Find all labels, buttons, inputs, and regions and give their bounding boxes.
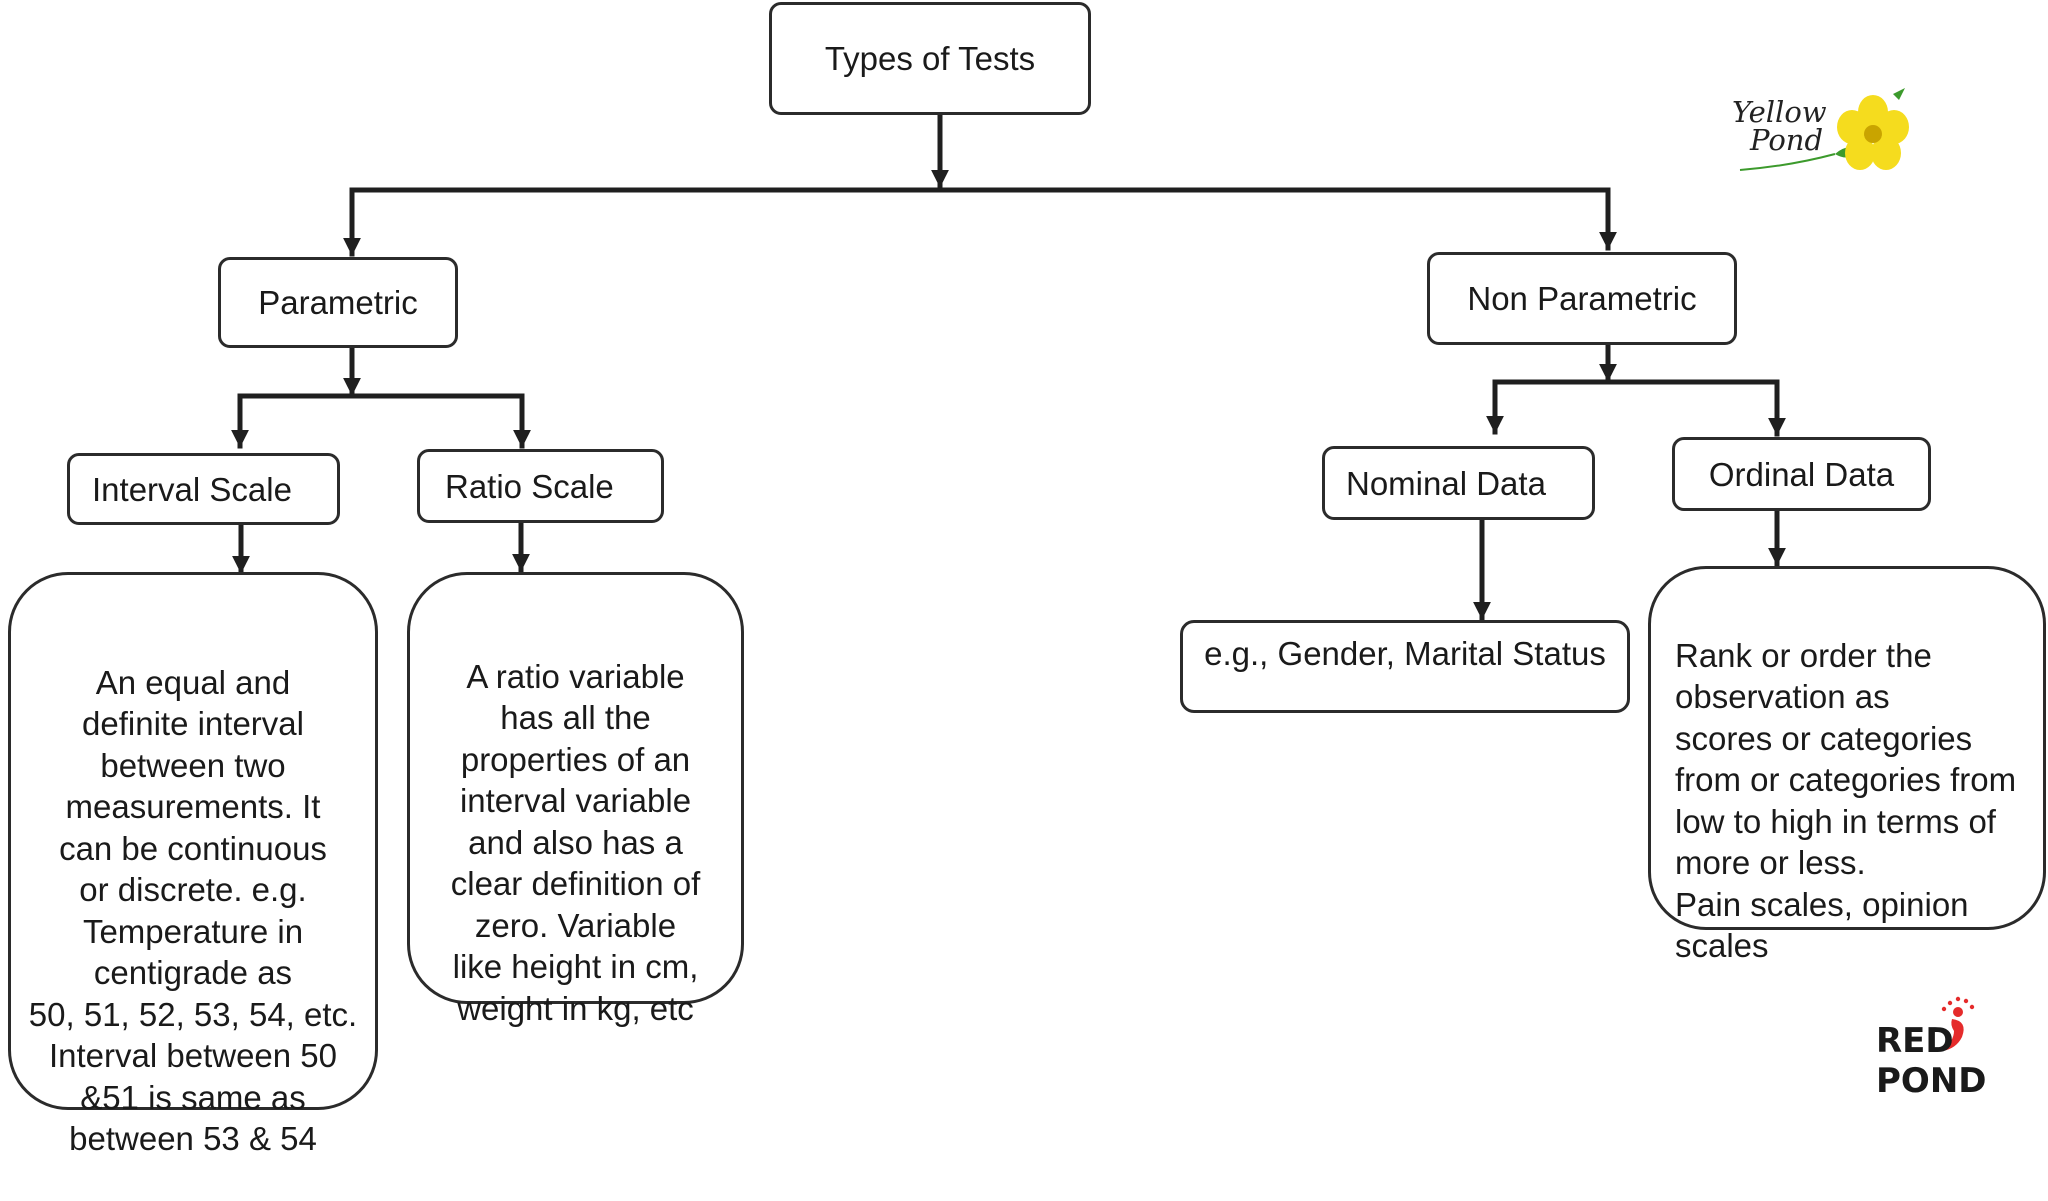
root-node: Types of Tests <box>769 2 1091 115</box>
interval-scale-node: Interval Scale <box>67 453 340 525</box>
red-pond-logo-text-1: RED <box>1876 1021 1954 1061</box>
ratio-scale-label: Ratio Scale <box>445 467 614 505</box>
ratio-description-box: A ratio variable has all the properties … <box>407 572 744 1027</box>
ordinal-data-label: Ordinal Data <box>1708 455 1895 493</box>
ordinal-description-text: Rank or order the observation as scores … <box>1675 636 2017 965</box>
yellow-pond-logo: Yellow Pond <box>1730 82 1915 187</box>
red-pond-logo: RED POND <box>1870 995 1987 1105</box>
nominal-data-node: Nominal Data <box>1322 446 1595 520</box>
nominal-example-text: e.g., Gender, Marital Status <box>1204 635 1606 672</box>
nominal-example-box: e.g., Gender, Marital Status <box>1180 620 1630 713</box>
ordinal-description-box: Rank or order the observation as scores … <box>1648 566 2046 964</box>
non-parametric-node: Non Parametric <box>1427 252 1737 345</box>
interval-description-text: An equal and definite interval between t… <box>28 663 358 1158</box>
parametric-node: Parametric <box>218 257 458 348</box>
parametric-label: Parametric <box>258 284 418 321</box>
ordinal-data-node: Ordinal Data <box>1672 437 1931 511</box>
red-pond-logo-text-2: POND <box>1876 1061 1985 1101</box>
interval-scale-label: Interval Scale <box>92 470 292 508</box>
ratio-scale-node: Ratio Scale <box>417 449 664 523</box>
nominal-data-label: Nominal Data <box>1346 464 1546 502</box>
ratio-description-text: A ratio variable has all the properties … <box>450 657 701 1027</box>
yellow-pond-logo-text-2: Pond <box>1749 123 1823 157</box>
non-parametric-label: Non Parametric <box>1467 280 1697 317</box>
connector-lines <box>231 114 1786 621</box>
root-label: Types of Tests <box>824 40 1036 77</box>
interval-description-box: An equal and definite interval between t… <box>8 572 378 1157</box>
yellow-pond-logo-text-1: Yellow <box>1732 95 1827 129</box>
